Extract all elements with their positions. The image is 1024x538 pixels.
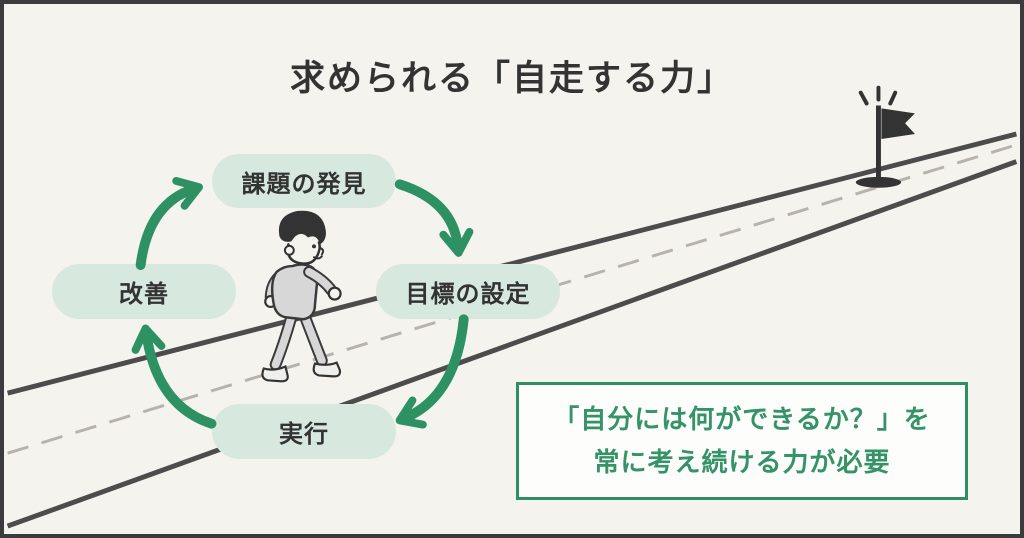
emphasis-sparkles-icon	[858, 85, 898, 106]
ear	[283, 244, 295, 256]
mouth	[313, 255, 323, 260]
callout-line1: 「自分には何ができるか？」を	[553, 404, 931, 435]
hair	[278, 210, 326, 245]
front-shoe	[312, 361, 342, 378]
cycle-step-discover-label: 課題の発見	[241, 170, 367, 198]
scene-background	[6, 85, 1018, 529]
cycle-step-discover: 課題の発見	[212, 154, 396, 208]
callout-line2: 常に考え続ける力が必要	[593, 447, 891, 477]
callout-box: 「自分には何ができるか？」を 常に考え続ける力が必要	[516, 382, 968, 500]
cycle-step-improve-label: 改善	[119, 281, 169, 308]
cycle-step-execute: 実行	[212, 404, 396, 459]
back-shoe	[261, 365, 289, 383]
front-hand	[327, 286, 342, 301]
flag-banner	[881, 108, 915, 139]
cycle-step-improve: 改善	[52, 264, 236, 319]
nose	[319, 247, 325, 256]
cycle-step-goal: 目標の設定	[376, 264, 560, 319]
cycle-step-execute-label: 実行	[279, 421, 329, 448]
goal-flag-icon	[855, 85, 915, 188]
road-edge-lower	[6, 159, 1018, 529]
cycle-step-goal-label: 目標の設定	[405, 281, 531, 308]
page-title: 求められる「自走する力」	[289, 59, 734, 98]
face-outline	[286, 241, 321, 265]
walking-person-illustration	[261, 210, 342, 383]
eye	[312, 244, 316, 249]
